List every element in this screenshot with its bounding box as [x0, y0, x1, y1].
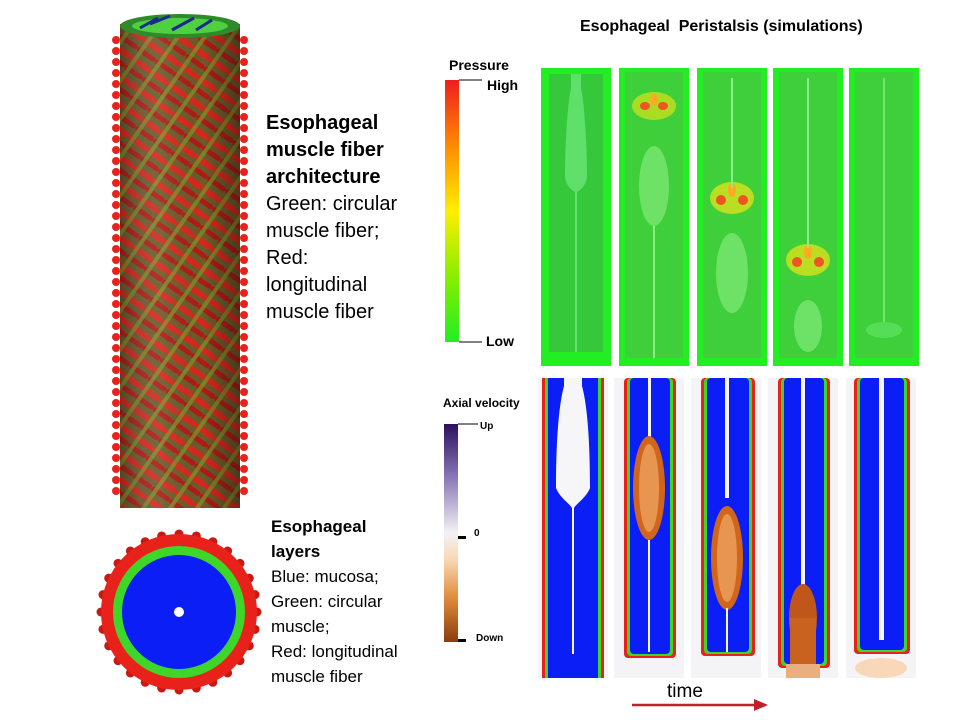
layers-caption-line-4: Red: longitudinal	[271, 642, 398, 661]
layers-caption-line-1: Blue: mucosa;	[271, 567, 379, 586]
time-arrow-icon	[632, 699, 768, 711]
fiber-caption-line-2: muscle fiber;	[266, 220, 380, 242]
fiber-architecture-title-line-3: architecture	[266, 166, 381, 188]
layers-caption-line-5: muscle fiber	[271, 667, 363, 686]
pressure-legend-high: High	[487, 77, 519, 93]
velocity-frame-5	[846, 378, 916, 678]
velocity-frame-1	[538, 378, 608, 678]
layers-title-line-1: Esophageal	[271, 517, 367, 536]
layers-caption: Esophageal layers Blue: mucosa; Green: c…	[271, 514, 441, 689]
velocity-legend-down: Down	[476, 633, 504, 644]
pressure-colorbar	[445, 79, 482, 343]
esophageal-layers-cross-section	[96, 529, 262, 695]
layers-title-line-2: layers	[271, 542, 321, 561]
fiber-caption-line-3: Red:	[266, 247, 309, 269]
fiber-caption-line-4: longitudinal	[266, 274, 368, 296]
velocity-frame-2	[614, 378, 684, 678]
fiber-architecture-tube	[112, 14, 248, 508]
pressure-frame-5	[849, 68, 919, 366]
layers-caption-line-2: Green: circular	[271, 592, 383, 611]
pressure-legend-low: Low	[486, 333, 514, 349]
simulation-title: Esophageal Peristalsis (simulations)	[580, 18, 863, 35]
pressure-legend-title: Pressure	[449, 57, 509, 73]
pressure-frame-4	[773, 68, 843, 366]
fiber-architecture-title-line-2: muscle fiber	[266, 139, 384, 161]
fiber-architecture-title-line-1: Esophageal	[266, 112, 379, 134]
layers-caption-line-3: muscle;	[271, 617, 330, 636]
velocity-frame-3	[691, 378, 761, 678]
velocity-legend-zero: 0	[474, 528, 480, 539]
velocity-colorbar	[444, 423, 478, 642]
fiber-architecture-caption: Esophageal muscle fiber architecture Gre…	[266, 110, 436, 326]
pressure-frame-3	[697, 68, 767, 366]
fiber-caption-line-1: Green: circular	[266, 193, 398, 215]
fiber-caption-line-5: muscle fiber	[266, 301, 374, 323]
pressure-frame-1	[541, 68, 611, 366]
velocity-frame-4	[768, 378, 838, 678]
velocity-legend-title: Axial velocity	[443, 396, 520, 410]
velocity-legend-up: Up	[480, 421, 494, 432]
pressure-frame-2	[619, 68, 689, 366]
time-label: time	[667, 681, 703, 702]
